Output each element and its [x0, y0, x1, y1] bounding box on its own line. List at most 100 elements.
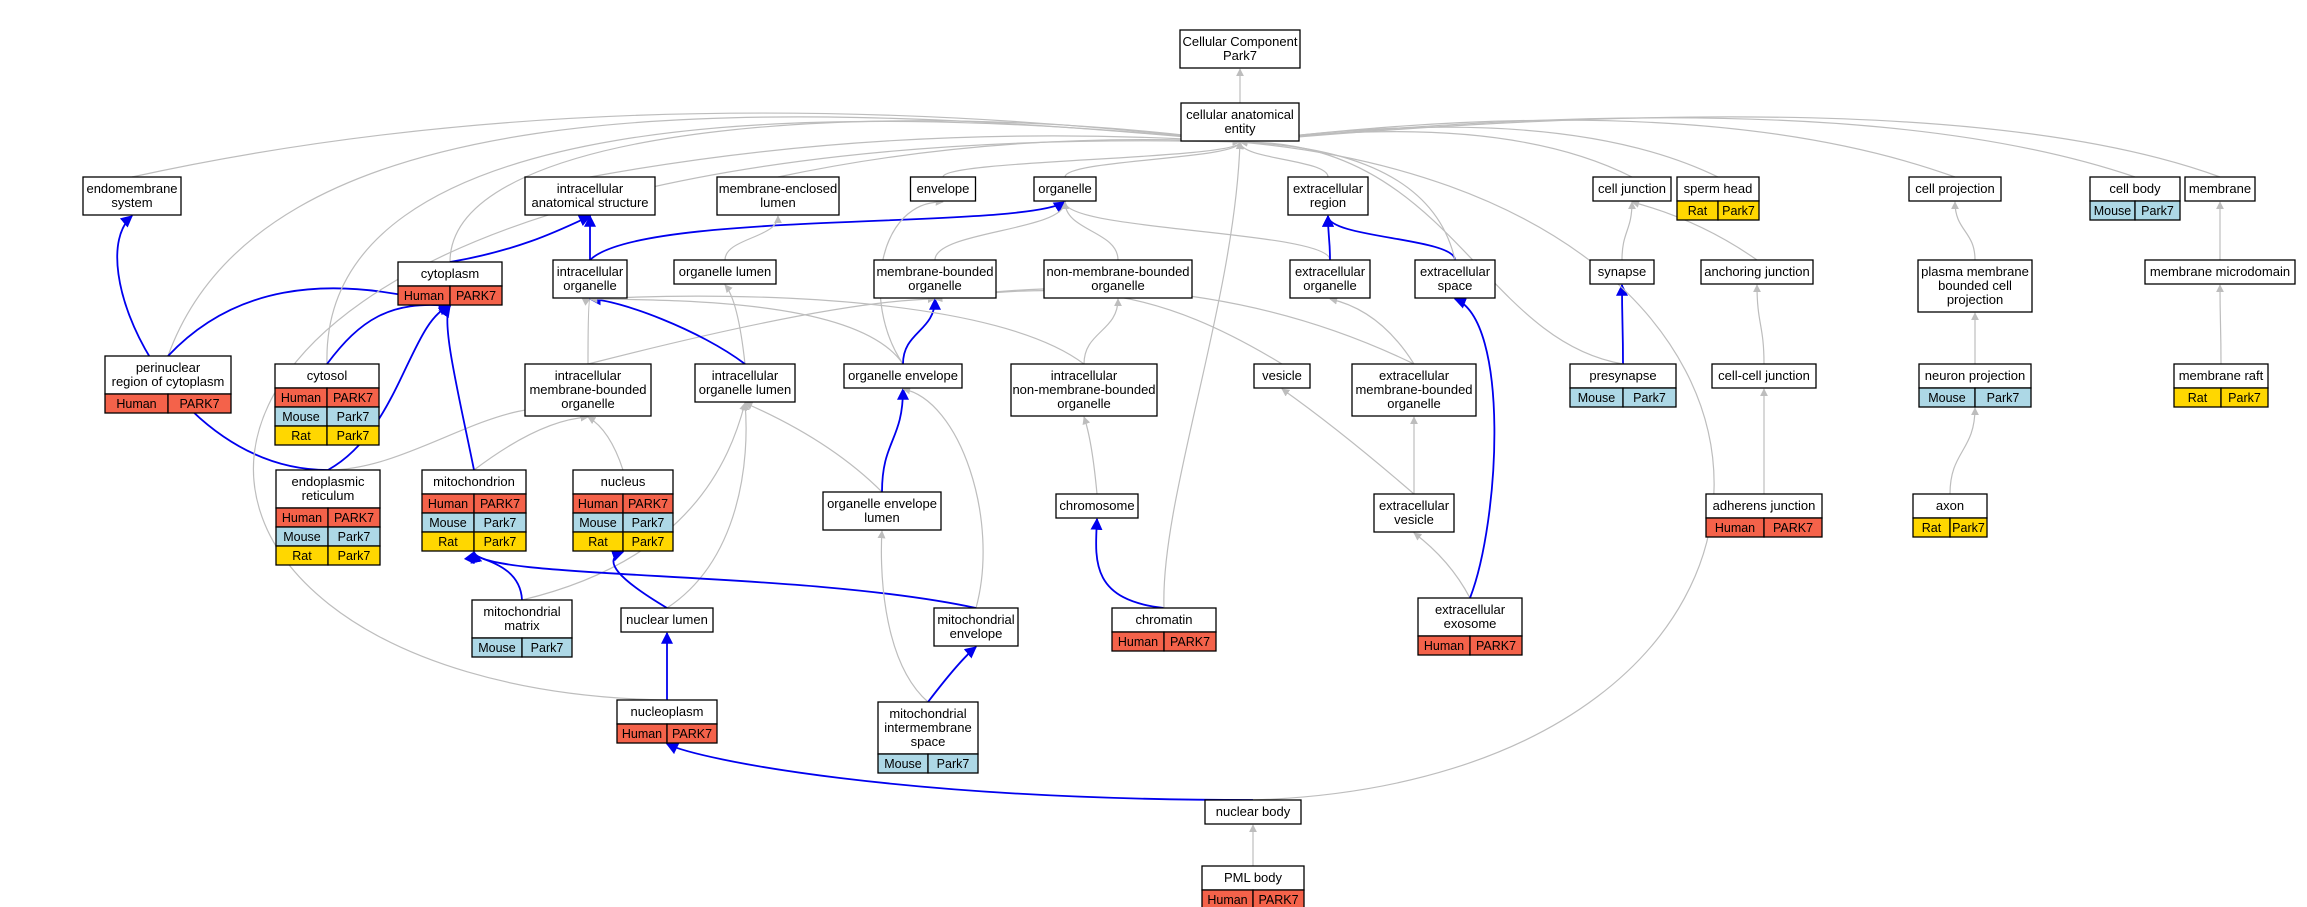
node-label: non-membrane-bounded: [1046, 264, 1189, 279]
node-label: cellular anatomical: [1186, 107, 1294, 122]
edge-chromatin-to-cae: [1163, 141, 1244, 609]
species-label: Human: [1715, 521, 1755, 535]
edge-imbo-to-mbo: [587, 295, 936, 365]
edge-orgenv-to-mbo: [902, 297, 941, 365]
species-label: Mouse: [283, 530, 321, 544]
node-label: nuclear body: [1216, 804, 1291, 819]
gene-label: Park7: [337, 410, 370, 424]
node-ccjunction[interactable]: cell-cell junction: [1711, 363, 1817, 389]
edge-mitomatrix-to-mito: [463, 550, 523, 601]
node-label: extracellular: [1295, 264, 1366, 279]
node-label: anatomical structure: [531, 195, 648, 210]
node-label: synapse: [1598, 264, 1646, 279]
species-label: Rat: [438, 535, 458, 549]
node-box: [1351, 363, 1477, 417]
node-chromosome[interactable]: chromosome: [1055, 493, 1139, 519]
gene-cell: [1763, 517, 1823, 538]
node-label: cell-cell junction: [1718, 368, 1810, 383]
node-synapse[interactable]: synapse: [1589, 259, 1655, 285]
node-orgenv[interactable]: organelle envelope: [843, 363, 963, 389]
node-box: [843, 363, 963, 389]
node-orglumen[interactable]: organelle lumen: [673, 259, 777, 285]
node-label: chromatin: [1135, 612, 1192, 627]
edge-iol-to-intorg: [588, 293, 746, 365]
edge-chromosome-to-inmbo: [1082, 416, 1098, 495]
node-box: [694, 363, 796, 403]
node-membmicro[interactable]: membrane microdomain: [2144, 259, 2296, 285]
edge-cytoplasm-to-cae: [449, 120, 1241, 263]
node-envelope[interactable]: envelope: [909, 176, 977, 202]
node-celljunction[interactable]: cell junction: [1592, 176, 1672, 202]
node-label: sperm head: [1684, 181, 1753, 196]
node-nuclumen[interactable]: nuclear lumen: [620, 607, 714, 633]
node-anchjunction[interactable]: anchoring junction: [1700, 259, 1814, 285]
gene-label: Park7: [337, 429, 370, 443]
node-label: extracellular: [1379, 498, 1450, 513]
node-label: membrane: [2189, 181, 2251, 196]
node-cellprojection[interactable]: cell projection: [1908, 176, 2002, 202]
node-vesicle[interactable]: vesicle: [1253, 363, 1311, 389]
edge-oel-to-orgenv: [881, 387, 909, 493]
edge-extspace-to-extregion: [1322, 214, 1456, 261]
node-label: bounded cell: [1938, 278, 2012, 293]
species-label: Rat: [2188, 391, 2208, 405]
edge-mito-to-cytoplasm: [438, 305, 475, 471]
species-label: Human: [116, 397, 156, 411]
species-label: Rat: [588, 535, 608, 549]
gene-cell: [927, 753, 979, 774]
edge-mel-to-cae: [777, 137, 1241, 178]
edge-nucleus-to-imbo: [587, 416, 624, 471]
edge-extspace-to-cae: [1239, 138, 1456, 261]
edge-embo-to-mbo: [934, 287, 1415, 365]
node-nucbody[interactable]: nuclear body: [1204, 799, 1302, 825]
node-membrane[interactable]: membrane: [2184, 176, 2256, 202]
gene-label: Park7: [338, 549, 371, 563]
gene-cell: [2134, 200, 2181, 221]
edge-iol-to-orglumen: [724, 284, 746, 365]
node-label: mitochondrial: [937, 612, 1014, 627]
node-label: organelle: [908, 278, 962, 293]
gene-label: Park7: [531, 641, 564, 655]
node-organelle[interactable]: organelle: [1033, 176, 1097, 202]
node-label: region of cytoplasm: [112, 374, 225, 389]
node-inmbo[interactable]: intracellularnon-membrane-boundedorganel…: [1010, 363, 1158, 417]
gene-cell: [1974, 387, 2032, 408]
